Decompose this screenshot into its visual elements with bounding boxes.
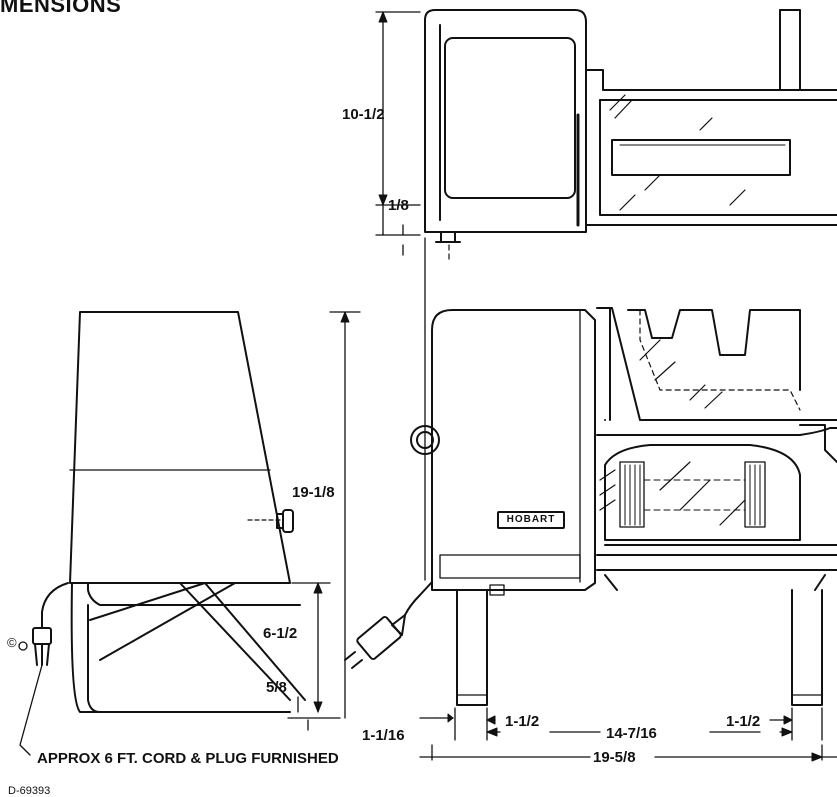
brand-nameplate: HOBART xyxy=(497,511,565,529)
drawing-number: D-69393 xyxy=(8,785,51,797)
front-view xyxy=(344,307,837,762)
dim-leg-height: 6-1/2 xyxy=(263,625,298,642)
dim-edge-offset: 1-1/16 xyxy=(362,727,405,744)
dim-base-offset: 5/8 xyxy=(266,679,287,696)
ul-mark: © xyxy=(7,635,17,650)
dim-center-span: 14-7/16 xyxy=(606,725,657,742)
dim-overall-width: 19-5/8 xyxy=(593,749,636,766)
dim-top-height: 10-1/2 xyxy=(342,106,385,123)
dim-foot-gap: 1/8 xyxy=(388,197,409,214)
dim-leg-inset-right: 1-1/2 xyxy=(726,713,761,730)
top-view xyxy=(375,9,837,581)
dim-leg-inset-left: 1-1/2 xyxy=(505,713,540,730)
side-view xyxy=(18,311,361,756)
cord-note: APPROX 6 FT. CORD & PLUG FURNISHED xyxy=(37,750,339,767)
dim-overall-height: 19-1/8 xyxy=(292,484,335,501)
page-title: MENSIONS xyxy=(0,0,122,17)
